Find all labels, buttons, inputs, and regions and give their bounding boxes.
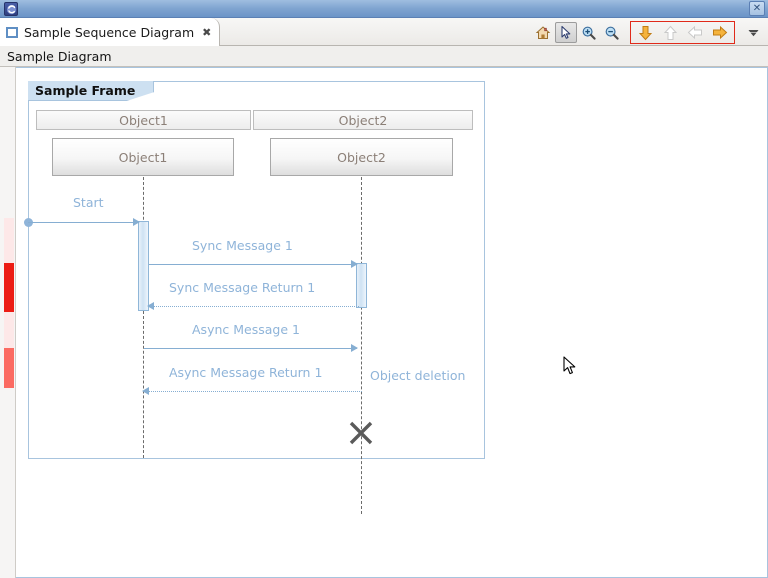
window-titlebar: ✕ bbox=[0, 0, 768, 18]
home-icon[interactable] bbox=[532, 22, 554, 43]
window-close-button[interactable]: ✕ bbox=[749, 1, 765, 16]
page-title: Sample Diagram bbox=[7, 48, 112, 64]
sync-message-return-1-arrowhead bbox=[147, 302, 154, 310]
column-header-label: Object2 bbox=[338, 112, 388, 128]
arrow-left-icon bbox=[684, 22, 706, 43]
zoom-in-icon[interactable] bbox=[578, 22, 600, 43]
select-cursor-icon[interactable] bbox=[555, 22, 577, 43]
chevron-down-icon[interactable] bbox=[744, 23, 762, 43]
lifeline-head-object2[interactable]: Object2 bbox=[270, 138, 453, 176]
lifeline-head-object1[interactable]: Object1 bbox=[52, 138, 234, 176]
sync-message-1-line[interactable] bbox=[149, 264, 357, 265]
lifeline-head-label: Object2 bbox=[337, 149, 386, 165]
async-message-1-arrowhead bbox=[351, 344, 358, 352]
column-header-object1[interactable]: Object1 bbox=[36, 110, 251, 130]
lifeline-object1[interactable] bbox=[143, 177, 144, 458]
sync-message-1-arrowhead bbox=[351, 260, 358, 268]
async-message-1-line[interactable] bbox=[144, 348, 357, 349]
ruler-mark-warning[interactable] bbox=[4, 348, 14, 388]
navigation-button-group bbox=[630, 21, 735, 44]
tab-close-icon[interactable]: ✖ bbox=[202, 25, 212, 39]
sync-message-return-1-label: Sync Message Return 1 bbox=[169, 280, 316, 295]
arrow-up-icon bbox=[659, 22, 681, 43]
diagram-toolbar bbox=[532, 21, 762, 44]
sequence-frame-label: Sample Frame bbox=[35, 83, 136, 98]
sequence-diagram-canvas[interactable]: Sample Frame Object1 Object2 Object1 Obj… bbox=[17, 68, 767, 577]
start-message-label: Start bbox=[73, 195, 104, 210]
start-message-arrowhead bbox=[133, 218, 140, 226]
lifeline-object2[interactable] bbox=[361, 177, 362, 514]
editor-tab-row: Sample Sequence Diagram ✖ bbox=[0, 18, 768, 46]
async-message-return-1-arrowhead bbox=[142, 387, 149, 395]
lifeline-head-label: Object1 bbox=[118, 149, 168, 165]
overview-ruler[interactable] bbox=[0, 67, 16, 578]
sync-message-return-1-line[interactable] bbox=[153, 306, 359, 307]
window-close-glyph: ✕ bbox=[752, 2, 762, 14]
object-deletion-label: Object deletion bbox=[370, 368, 466, 383]
column-header-object2[interactable]: Object2 bbox=[253, 110, 473, 130]
diagram-name-strip: Sample Diagram bbox=[0, 46, 768, 67]
start-message-line[interactable] bbox=[28, 222, 139, 223]
activation-bar-object1[interactable] bbox=[138, 221, 149, 311]
editor-tab-sample-sequence-diagram[interactable]: Sample Sequence Diagram ✖ bbox=[0, 18, 221, 46]
async-message-1-label: Async Message 1 bbox=[192, 322, 300, 337]
column-header-label: Object1 bbox=[119, 112, 168, 128]
editor-tab-label: Sample Sequence Diagram bbox=[24, 24, 195, 40]
async-message-return-1-line[interactable] bbox=[148, 391, 362, 392]
activation-bar-object2[interactable] bbox=[356, 263, 367, 308]
arrow-right-icon[interactable] bbox=[709, 22, 731, 43]
arrow-down-icon[interactable] bbox=[634, 22, 656, 43]
sequence-frame-header[interactable]: Sample Frame bbox=[28, 81, 155, 101]
editor-canvas-area: Sample Frame Object1 Object2 Object1 Obj… bbox=[0, 67, 768, 578]
ruler-mark-error[interactable] bbox=[4, 263, 14, 312]
zoom-out-icon[interactable] bbox=[601, 22, 623, 43]
sync-message-1-label: Sync Message 1 bbox=[192, 238, 293, 253]
object-deletion-cross-icon[interactable] bbox=[348, 420, 374, 446]
diagram-file-icon bbox=[6, 26, 18, 38]
eclipse-logo-icon bbox=[4, 2, 18, 16]
async-message-return-1-label: Async Message Return 1 bbox=[169, 365, 323, 380]
